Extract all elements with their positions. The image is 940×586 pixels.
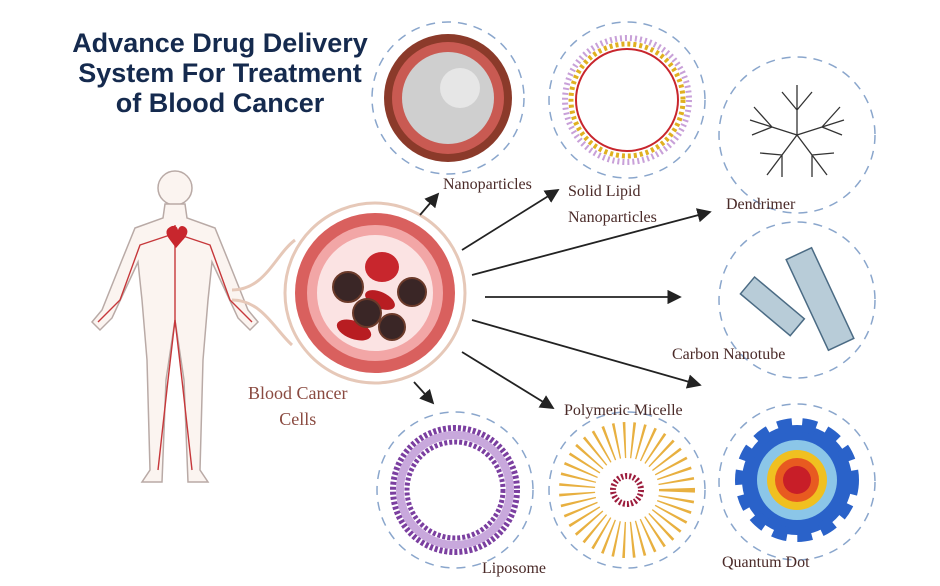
polymeric-micelle-frame [548, 411, 706, 569]
blood-vessel-cross-section [283, 201, 467, 385]
nanoparticle-illustration [384, 34, 512, 162]
liposome-illustration [390, 425, 520, 555]
cancer-cell [332, 271, 427, 341]
polymeric-micelle-label: Polymeric Micelle [564, 402, 683, 419]
zoom-callout [231, 238, 296, 347]
blood-cancer-label: Blood Cancer Cells [248, 380, 347, 432]
heart-icon [166, 225, 188, 248]
solid-lipid-nanoparticle-illustration [562, 35, 692, 165]
solid-lipid-label-line2: Nanoparticles [568, 209, 657, 226]
carbon-nanotube-illustration [739, 246, 855, 352]
polymeric-micelle-illustration [559, 422, 695, 558]
quantum-dot-frame [718, 403, 876, 561]
human-body-illustration [90, 170, 260, 483]
solid-lipid-label-line1: Solid Lipid [568, 183, 641, 200]
carbon-nanotube-frame [718, 221, 876, 379]
arrow-to-polymeric-micelle [461, 351, 555, 409]
blood-vessels [97, 225, 253, 471]
blood-cancer-label-line1: Blood Cancer [248, 383, 348, 403]
solid-lipid-frame [548, 21, 706, 179]
arrow-to-dendrimer [471, 208, 712, 276]
quantum-dot-label: Quantum Dot [722, 554, 810, 571]
nanoparticles-label: Nanoparticles [443, 176, 532, 193]
quantum-dot-illustration [735, 418, 859, 542]
arrow-to-solid-lipid [461, 189, 560, 251]
page-title: Advance Drug Delivery System For Treatme… [72, 28, 368, 118]
arrow-to-quantum-dot [471, 319, 702, 389]
arrow-to-nanoparticles [419, 192, 440, 216]
blood-cancer-label-line2: Cells [279, 409, 317, 429]
solid-lipid-label: Solid Lipid Nanoparticles [568, 179, 657, 231]
dendrimer-illustration [749, 85, 845, 177]
dendrimer-frame [718, 56, 876, 214]
carbon-nanotube-label: Carbon Nanotube [672, 346, 786, 363]
liposome-frame [376, 411, 534, 569]
arrow-to-liposome [413, 381, 435, 405]
liposome-label: Liposome [482, 560, 546, 577]
nanoparticles-frame [371, 21, 525, 175]
dendrimer-label: Dendrimer [726, 196, 796, 213]
